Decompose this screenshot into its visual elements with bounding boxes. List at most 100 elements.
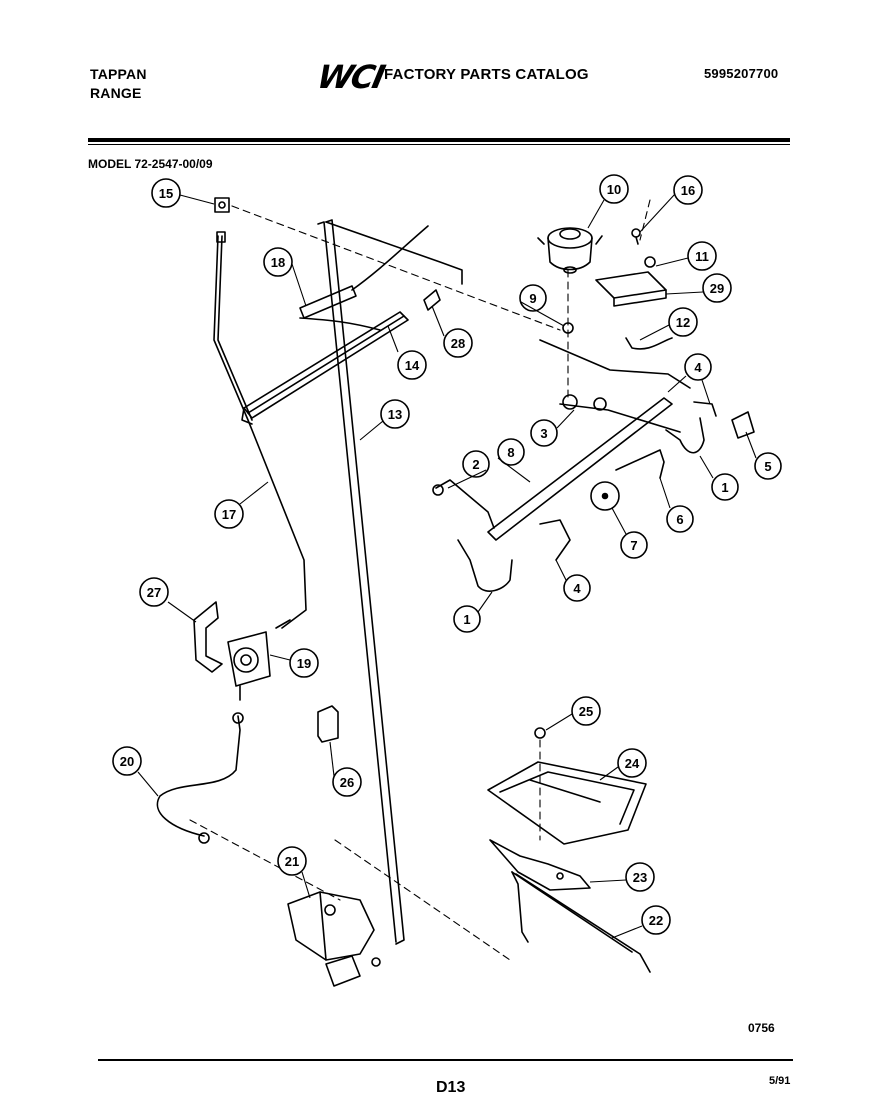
part-8-manifold (487, 339, 691, 541)
callout-15: 15 (151, 178, 181, 208)
callout-5: 5 (754, 452, 782, 480)
part-19-thermostat (227, 619, 291, 701)
callout-24: 24 (617, 748, 647, 778)
svg-text:29: 29 (710, 281, 724, 296)
svg-text:9: 9 (529, 291, 536, 306)
part-22-burner (511, 871, 651, 973)
svg-text:20: 20 (120, 754, 134, 769)
footer-divider (98, 1059, 793, 1061)
callout-22: 22 (641, 905, 671, 935)
header-divider (88, 138, 790, 142)
part-29-igniter (595, 256, 667, 307)
part-3-valve (562, 394, 607, 411)
part-28-clip (423, 289, 441, 311)
svg-text:21: 21 (285, 854, 299, 869)
header-divider-thin (88, 144, 790, 145)
callout-18: 18 (263, 247, 293, 277)
svg-text:12: 12 (676, 315, 690, 330)
brand-name: TAPPAN (90, 66, 147, 82)
svg-text:16: 16 (681, 183, 695, 198)
part-13-gas-tube (317, 219, 463, 945)
svg-text:17: 17 (222, 507, 236, 522)
callout-7: 7 (620, 531, 648, 559)
callout-23: 23 (625, 862, 655, 892)
alignment-lines (189, 199, 651, 961)
part-20-tube (156, 712, 244, 844)
svg-text:24: 24 (625, 756, 640, 771)
part-27-bracket (193, 601, 223, 673)
part-2-valve (432, 479, 495, 529)
svg-text:1: 1 (463, 612, 470, 627)
callout-19: 19 (289, 648, 319, 678)
callout-8: 8 (497, 438, 525, 466)
callout-20: 20 (112, 746, 142, 776)
part-17-tubing (213, 235, 307, 629)
callout-16: 16 (673, 175, 703, 205)
page-number: D13 (436, 1079, 466, 1096)
part-24-shield (487, 761, 647, 845)
svg-text:22: 22 (649, 913, 663, 928)
part-16-screw (631, 228, 641, 245)
callout-1b: 1 (711, 473, 739, 501)
callout-12: 12 (668, 307, 698, 337)
svg-text:5: 5 (764, 459, 771, 474)
part-1-leads (457, 417, 705, 592)
callout-14: 14 (397, 350, 427, 380)
svg-text:15: 15 (159, 186, 173, 201)
callout-1a: 1 (453, 605, 481, 633)
callout-11: 11 (687, 241, 717, 271)
svg-text:11: 11 (695, 249, 709, 264)
svg-text:1: 1 (721, 480, 728, 495)
part-10-burner-head (537, 227, 603, 274)
part-6-lead (615, 449, 665, 479)
callout-markers: 1 1 2 3 4 4 5 6 7 8 9 10 11 12 13 14 15 … (112, 174, 782, 935)
callout-3: 3 (530, 419, 558, 447)
drawing-code: 0756 (748, 1021, 775, 1035)
callout-9: 9 (519, 284, 547, 312)
part-4-connectors (539, 401, 717, 561)
svg-text:28: 28 (451, 336, 465, 351)
part-18-sensor (299, 225, 429, 331)
svg-text:27: 27 (147, 585, 161, 600)
callout-21: 21 (277, 846, 307, 876)
callout-13: 13 (380, 399, 410, 429)
catalog-number: 5995207700 (704, 66, 779, 81)
callout-4a: 4 (563, 574, 591, 602)
catalog-title: FACTORY PARTS CATALOG (384, 66, 589, 83)
revision-date: 5/91 (769, 1075, 791, 1087)
svg-text:6: 6 (676, 512, 683, 527)
callout-10: 10 (599, 174, 629, 204)
model-label: MODEL 72-2547-00/09 (88, 157, 213, 171)
part-23-igniter (489, 839, 591, 891)
part-26-block (317, 705, 339, 743)
callout-4b: 4 (684, 353, 712, 381)
svg-text:10: 10 (607, 182, 621, 197)
svg-text:4: 4 (694, 360, 702, 375)
part-7-disc (590, 481, 620, 511)
svg-text:23: 23 (633, 870, 647, 885)
svg-text:19: 19 (297, 656, 311, 671)
svg-text:14: 14 (405, 358, 420, 373)
svg-text:8: 8 (507, 445, 514, 460)
leader-lines (137, 193, 757, 939)
svg-text:13: 13 (388, 407, 402, 422)
part-9-orifice (562, 322, 574, 334)
svg-text:26: 26 (340, 775, 354, 790)
svg-text:25: 25 (579, 704, 593, 719)
callout-26: 26 (332, 767, 362, 797)
part-12-lead (625, 337, 673, 350)
callout-27: 27 (139, 577, 169, 607)
callout-28: 28 (443, 328, 473, 358)
part-21-regulator (287, 891, 381, 987)
callout-2: 2 (462, 450, 490, 478)
product-type: RANGE (90, 85, 142, 101)
svg-text:3: 3 (540, 426, 547, 441)
part-25-screw (534, 727, 546, 739)
callout-29: 29 (702, 273, 732, 303)
part-5-terminal (731, 411, 755, 439)
callout-6: 6 (666, 505, 694, 533)
part-15-fitting (214, 197, 230, 243)
svg-text:4: 4 (573, 581, 581, 596)
svg-text:7: 7 (630, 538, 637, 553)
